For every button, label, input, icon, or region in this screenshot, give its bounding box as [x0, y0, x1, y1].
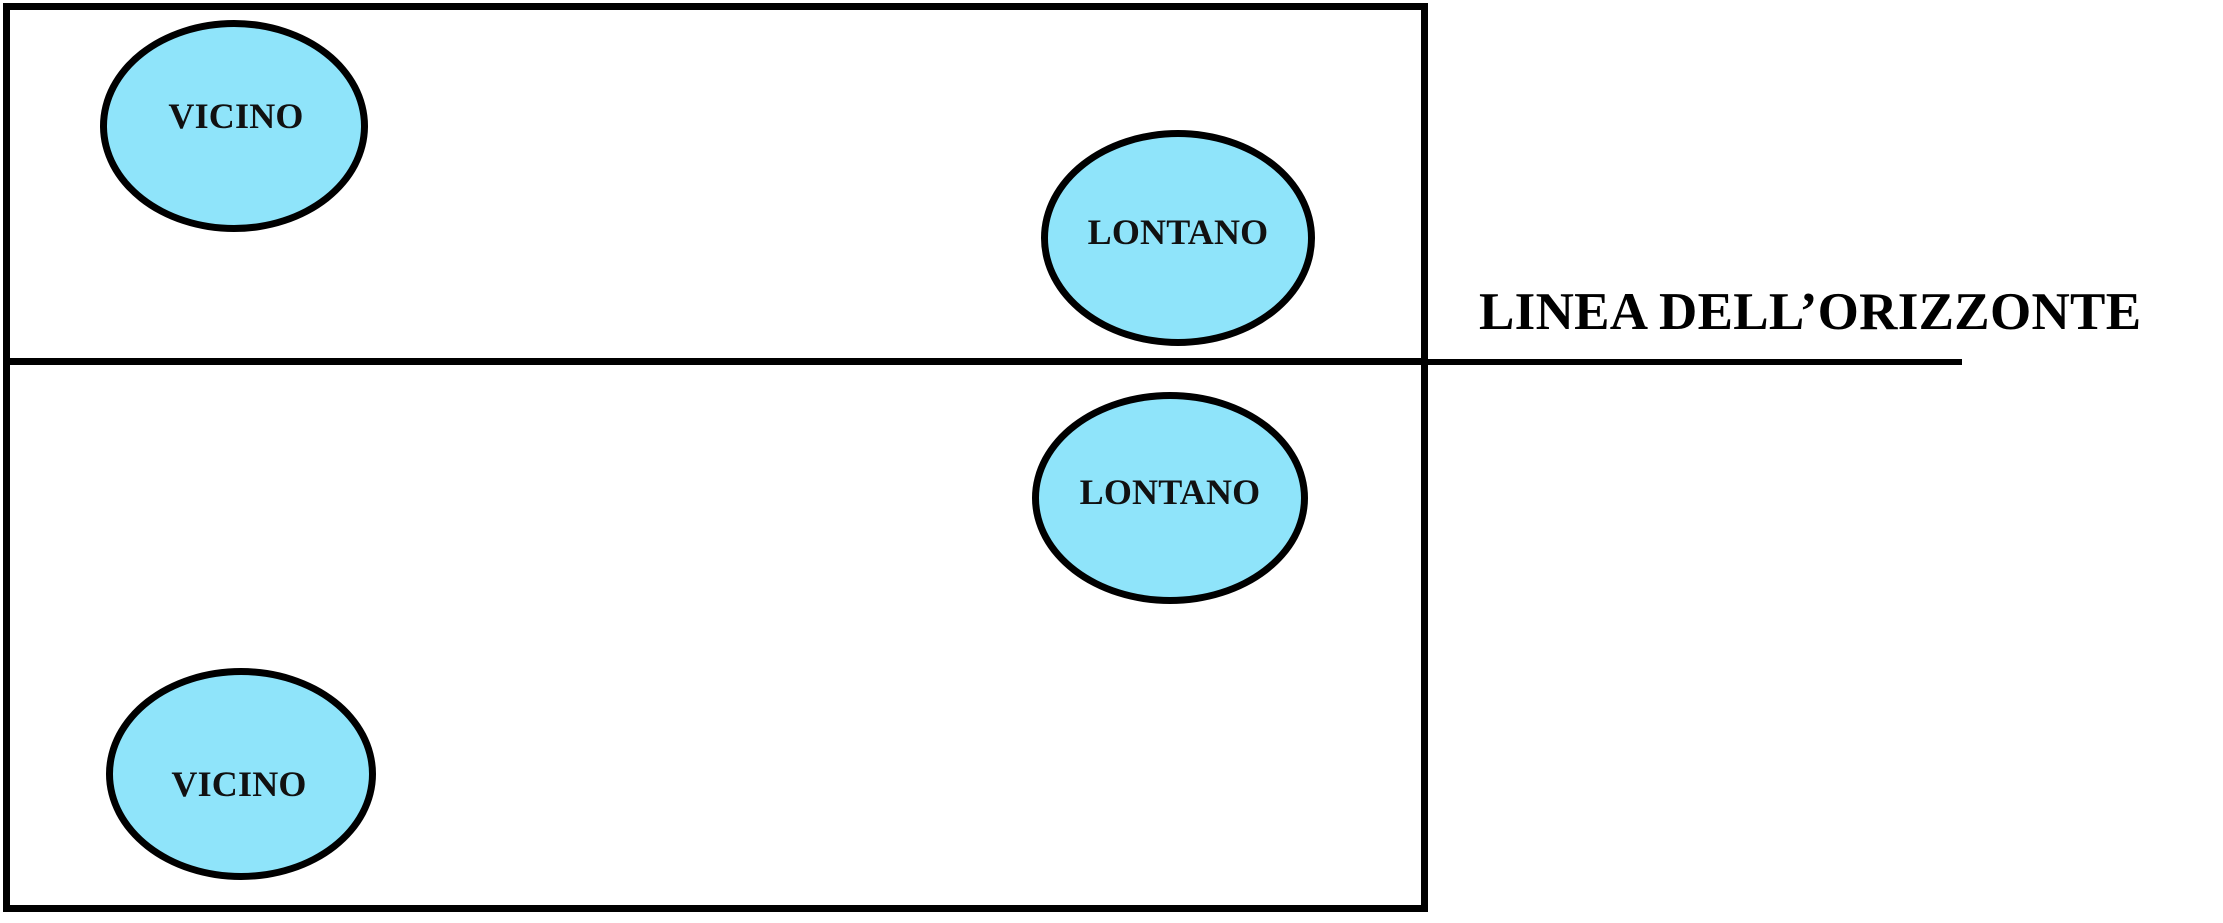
shape-lontano-bottom: LONTANO [1032, 392, 1308, 604]
shape-vicino-top: VICINO [100, 20, 368, 232]
horizon-line-label: LINEA DELL’ORIZZONTE [1479, 283, 2142, 341]
shape-label-lontano-top: LONTANO [1087, 212, 1269, 252]
shape-vicino-bottom: VICINO [106, 668, 376, 880]
shape-label-vicino-top: VICINO [168, 96, 304, 136]
horizon-line [1424, 359, 1962, 365]
shape-lontano-top: LONTANO [1041, 130, 1315, 346]
horizon-divider [3, 358, 1428, 365]
shape-label-vicino-bottom: VICINO [171, 764, 307, 804]
shape-label-lontano-bottom: LONTANO [1079, 472, 1261, 512]
